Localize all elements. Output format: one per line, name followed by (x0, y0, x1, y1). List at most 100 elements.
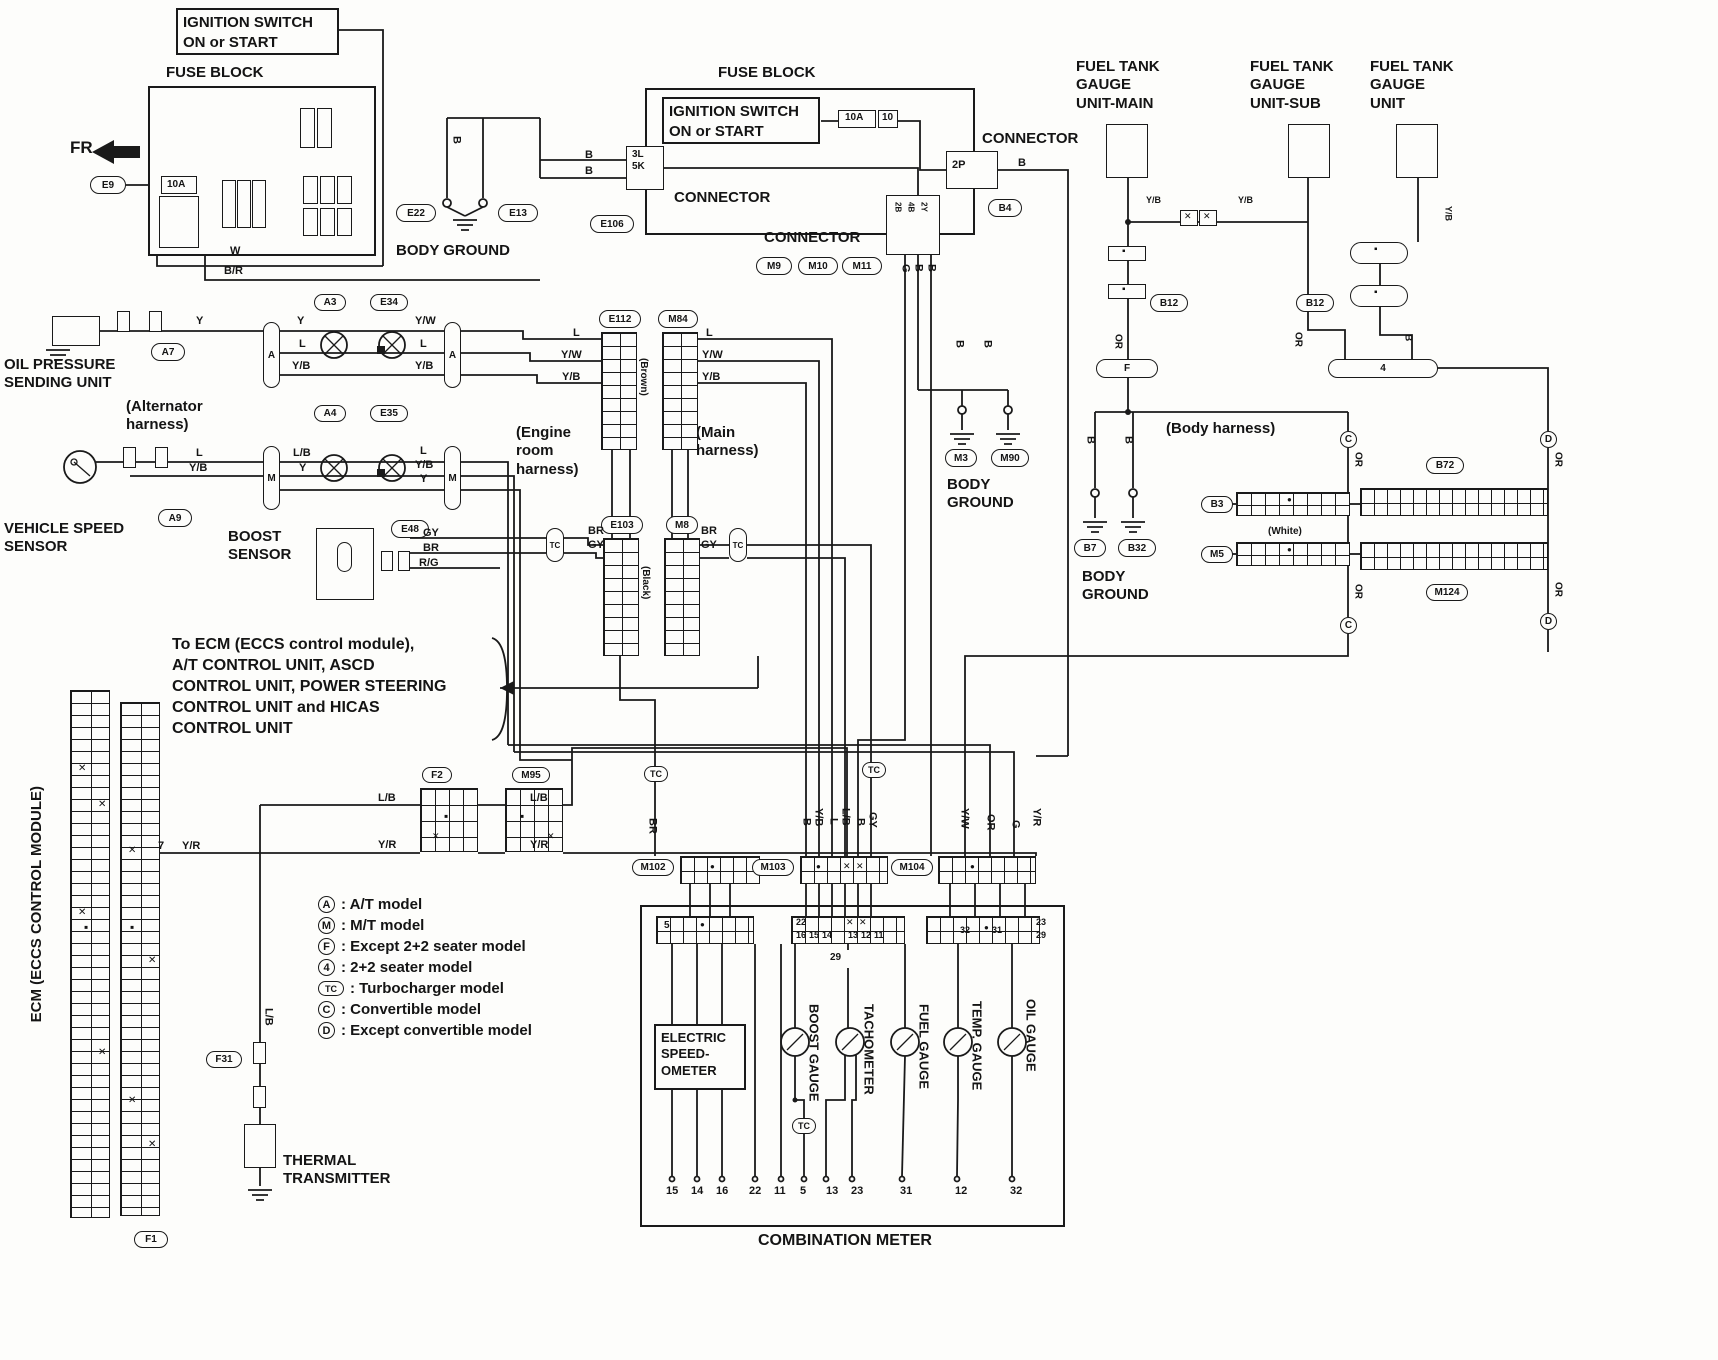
wire-label-W: W (230, 245, 241, 257)
wire-label-▪: ▪ (444, 809, 449, 823)
connector-id-M90: M90 (991, 449, 1029, 467)
legend-item: C : Convertible model (318, 999, 532, 1020)
engine-room-harness-note: (Engine room harness) (516, 424, 579, 478)
electric-speedometer-box: ELECTRIC SPEED- OMETER (654, 1024, 746, 1090)
connector-id-M8: M8 (666, 516, 698, 534)
component-box (237, 180, 251, 228)
wire-label-B: B (953, 340, 966, 348)
wire-label-▪: ▪ (1374, 244, 1378, 255)
wire-label-✕: ✕ (846, 917, 854, 927)
connector-id-M84: M84 (658, 310, 698, 328)
wire-label-B: B (1018, 157, 1026, 169)
connector-grid (800, 856, 888, 884)
legend-item: A : A/T model (318, 894, 532, 915)
component-box (159, 196, 199, 248)
wire-label-Y/B: Y/B (415, 360, 434, 372)
gauge-label-fuel: FUEL GAUGE (916, 1004, 932, 1089)
component-box (52, 316, 100, 346)
ecm-module-title: ECM (ECCS CONTROL MODULE) (28, 786, 45, 1023)
wire-label-16: 16 (796, 930, 807, 940)
wire-label-31: 31 (992, 925, 1003, 935)
wire-label-●: ● (1287, 545, 1292, 554)
meter-pin-22: 22 (749, 1185, 762, 1197)
connector-grid (1236, 542, 1350, 566)
wire-label-OR: OR (1352, 452, 1364, 467)
legend-symbol-4: 4 (318, 959, 335, 976)
component-box (337, 208, 352, 236)
legend-label: : Convertible model (341, 1001, 482, 1018)
wire-label-Y/W: Y/W (561, 349, 582, 361)
component-box (149, 311, 162, 332)
wire-label-Y/B: Y/B (189, 462, 208, 474)
ignition-switch-box-1: IGNITION SWITCH ON or START (176, 8, 339, 55)
symbol-F: F (1096, 359, 1158, 378)
connector-id-M11: M11 (842, 257, 882, 275)
wire-label-10A: 10A (845, 112, 864, 123)
connector-id-B4: B4 (988, 199, 1022, 217)
wire-label-5K: 5K (632, 161, 645, 172)
wire-label-L: L (827, 818, 840, 825)
connector-id-E106: E106 (590, 215, 634, 233)
wire-label-Y/B: Y/B (702, 371, 721, 383)
legend-symbol-C: C (318, 1001, 335, 1018)
fuel-tank-sub-title: FUEL TANK GAUGE UNIT-SUB (1250, 58, 1334, 112)
wire-label-Y: Y (297, 315, 305, 327)
gauge-label-tachometer: TACHOMETER (861, 1004, 877, 1095)
component-box (117, 311, 130, 332)
wire-label-BR: BR (423, 542, 439, 554)
component-box (303, 208, 318, 236)
wire-label-BR: BR (701, 525, 717, 537)
component-box (253, 1086, 266, 1108)
wire-label-B/R: B/R (224, 265, 243, 277)
symbol-TC: TC (644, 766, 668, 782)
wire-label-29: 29 (830, 952, 842, 963)
oil-pressure-title: OIL PRESSURE SENDING UNIT (4, 356, 116, 392)
connector-id-B32: B32 (1118, 539, 1156, 557)
component-box (1288, 124, 1330, 178)
symbol-pill (1350, 242, 1408, 264)
wire-label-BR: BR (588, 525, 604, 537)
ignition-switch-box-2: IGNITION SWITCH ON or START (662, 97, 820, 144)
legend-item: TC : Turbocharger model (318, 978, 532, 999)
wire-label-Y/B: Y/B (415, 459, 434, 471)
wire-label-OR: OR (1112, 334, 1124, 349)
connector-id-E34: E34 (370, 294, 408, 311)
wire-label-L/B: L/B (378, 792, 396, 804)
wire-label-Y/R: Y/R (1030, 808, 1043, 827)
wire-label-Y/W: Y/W (958, 808, 971, 829)
connector-id-M104: M104 (891, 859, 933, 876)
legend-label: : Except 2+2 seater model (341, 938, 526, 955)
wire-label-Y/B: Y/B (292, 360, 311, 372)
wire-label-L/B: L/B (530, 792, 548, 804)
component-box (320, 176, 335, 204)
wire-label-Y: Y (420, 473, 428, 485)
symbol-A: A (444, 322, 461, 388)
wire-label-B: B (912, 264, 925, 272)
component-box (886, 195, 940, 255)
connector-id-F2: F2 (422, 767, 452, 783)
component-box (303, 176, 318, 204)
wire-label-10: 10 (882, 112, 894, 123)
connector-id-E103: E103 (601, 516, 643, 534)
connector-id-E9: E9 (90, 176, 126, 194)
wire-label-✕: ✕ (78, 763, 87, 774)
connector-id-M103: M103 (752, 859, 794, 876)
connector-grid (1236, 492, 1350, 516)
wire-label-GY: GY (423, 527, 439, 539)
component-box (946, 151, 998, 189)
wire-label-2B: 2B (893, 202, 903, 213)
wire-label-●: ● (1287, 495, 1292, 504)
wire-label-●: ● (710, 862, 715, 871)
meter-pin-5: 5 (800, 1185, 807, 1197)
wire-label-23: 23 (1036, 917, 1047, 927)
wire-label-2Y: 2Y (919, 202, 929, 212)
connector-grid (664, 538, 700, 656)
wire-label-●: ● (970, 862, 975, 871)
wire-label-B: B (800, 818, 813, 826)
legend-symbol-F: F (318, 938, 335, 955)
symbol-M: M (263, 446, 280, 510)
component-box (1106, 124, 1148, 178)
component-box (123, 447, 136, 468)
legend-symbol-A: A (318, 896, 335, 913)
